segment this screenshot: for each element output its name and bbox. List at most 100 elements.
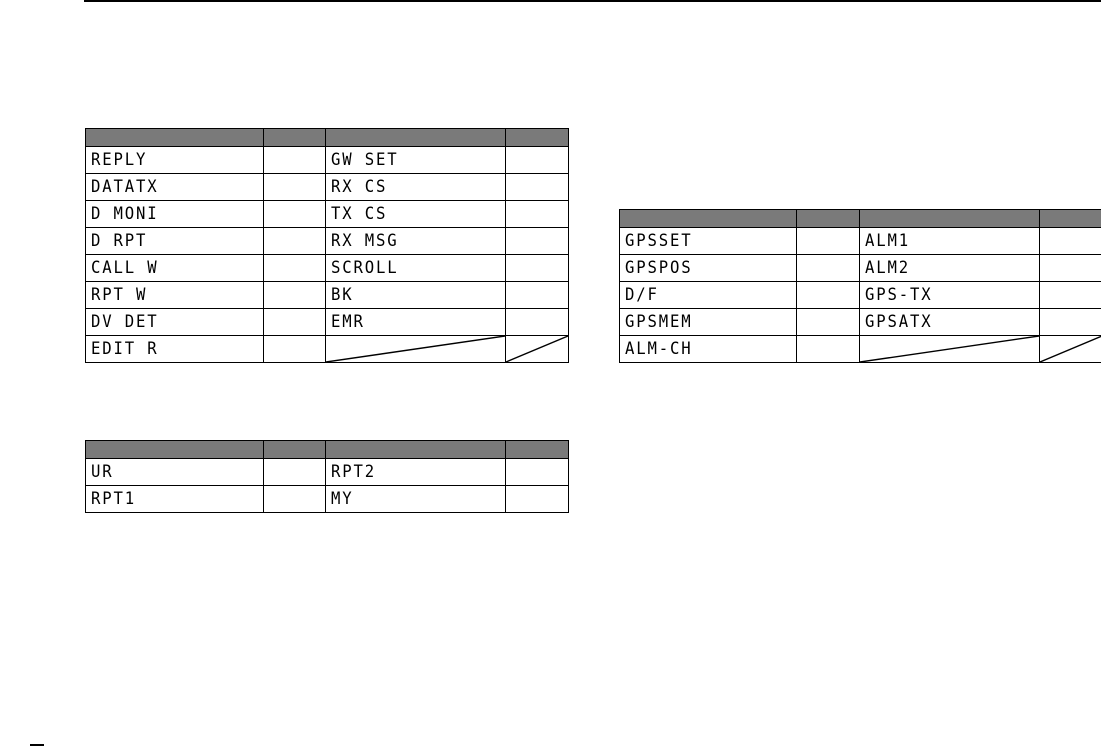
- table-row: EDIT R: [86, 336, 569, 363]
- blank-cell: [506, 147, 569, 174]
- empty-slashed-cell: [860, 336, 1040, 363]
- blank-cell: [797, 309, 860, 336]
- blank-cell: [1040, 255, 1101, 282]
- blank-cell: [797, 255, 860, 282]
- menu-item-cell: RX MSG: [326, 228, 506, 255]
- header-cell: [506, 441, 569, 459]
- menu-item-cell: GW SET: [326, 147, 506, 174]
- menu-item-label: REPLY: [91, 150, 147, 170]
- blank-cell: [264, 309, 326, 336]
- table-row: RPT1 MY: [86, 486, 569, 513]
- menu-item-cell: DATATX: [86, 174, 264, 201]
- menu-table-3: UR RPT2 RPT1 MY: [85, 440, 569, 513]
- menu-item-label: ALM1: [865, 231, 910, 251]
- blank-cell: [264, 228, 326, 255]
- empty-slashed-cell: [1040, 336, 1101, 363]
- blank-cell: [264, 201, 326, 228]
- menu-table-1: REPLY GW SET DATATX RX CS D MONI TX CS D…: [85, 128, 569, 363]
- menu-item-cell: EDIT R: [86, 336, 264, 363]
- header-cell: [506, 129, 569, 147]
- table-row: ALM-CH: [620, 336, 1101, 363]
- header-cell: [797, 210, 860, 228]
- table-row: GPSPOS ALM2: [620, 255, 1101, 282]
- table-header-row: [620, 210, 1101, 228]
- menu-item-cell: D MONI: [86, 201, 264, 228]
- header-cell: [326, 129, 506, 147]
- menu-item-cell: MY: [326, 486, 506, 513]
- menu-item-label: GW SET: [331, 150, 399, 170]
- menu-item-cell: ALM1: [860, 228, 1040, 255]
- header-cell: [264, 129, 326, 147]
- blank-cell: [1040, 282, 1101, 309]
- menu-item-cell: ALM-CH: [620, 336, 797, 363]
- menu-item-label: ALM-CH: [625, 339, 693, 359]
- header-cell: [620, 210, 797, 228]
- blank-cell: [506, 228, 569, 255]
- menu-item-label: GPSSET: [625, 231, 693, 251]
- menu-item-cell: GPS-TX: [860, 282, 1040, 309]
- menu-item-cell: D RPT: [86, 228, 264, 255]
- menu-item-cell: RPT1: [86, 486, 264, 513]
- menu-item-label: DATATX: [91, 177, 159, 197]
- menu-item-label: RPT1: [91, 489, 136, 509]
- empty-slashed-cell: [506, 336, 569, 363]
- blank-cell: [506, 459, 569, 486]
- header-cell: [264, 441, 326, 459]
- menu-item-cell: DV DET: [86, 309, 264, 336]
- menu-item-cell: TX CS: [326, 201, 506, 228]
- bottom-rule: [30, 744, 44, 746]
- menu-item-label: MY: [331, 489, 354, 509]
- menu-item-label: D RPT: [91, 231, 147, 251]
- table-row: GPSSET ALM1: [620, 228, 1101, 255]
- menu-item-label: RPT W: [91, 285, 147, 305]
- menu-item-cell: RX CS: [326, 174, 506, 201]
- top-rule: [84, 0, 1101, 2]
- blank-cell: [264, 255, 326, 282]
- menu-item-label: GPSMEM: [625, 312, 693, 332]
- menu-item-cell: UR: [86, 459, 264, 486]
- header-cell: [326, 441, 506, 459]
- menu-item-cell: GPSSET: [620, 228, 797, 255]
- blank-cell: [1040, 309, 1101, 336]
- table-row: D/F GPS-TX: [620, 282, 1101, 309]
- menu-item-cell: CALL W: [86, 255, 264, 282]
- blank-cell: [797, 282, 860, 309]
- header-cell: [860, 210, 1040, 228]
- menu-item-label: EMR: [331, 312, 365, 332]
- menu-item-label: BK: [331, 285, 354, 305]
- menu-item-cell: GPSMEM: [620, 309, 797, 336]
- menu-item-label: RX MSG: [331, 231, 399, 251]
- menu-item-cell: SCROLL: [326, 255, 506, 282]
- menu-item-label: GPS-TX: [865, 285, 933, 305]
- header-cell: [1040, 210, 1101, 228]
- blank-cell: [506, 255, 569, 282]
- blank-cell: [797, 228, 860, 255]
- blank-cell: [264, 336, 326, 363]
- menu-item-cell: ALM2: [860, 255, 1040, 282]
- diagonal-slash: [1040, 336, 1101, 362]
- table-header-row: [86, 129, 569, 147]
- blank-cell: [1040, 228, 1101, 255]
- menu-item-cell: RPT2: [326, 459, 506, 486]
- menu-item-label: D MONI: [91, 204, 159, 224]
- menu-table-2: GPSSET ALM1 GPSPOS ALM2 D/F GPS-TX GPSME…: [619, 209, 1101, 363]
- menu-item-cell: REPLY: [86, 147, 264, 174]
- diagonal-slash: [860, 336, 1039, 362]
- menu-item-label: GPSATX: [865, 312, 933, 332]
- menu-item-cell: GPSPOS: [620, 255, 797, 282]
- menu-item-cell: BK: [326, 282, 506, 309]
- table-row: CALL W SCROLL: [86, 255, 569, 282]
- menu-item-cell: RPT W: [86, 282, 264, 309]
- empty-slashed-cell: [326, 336, 506, 363]
- menu-item-label: ALM2: [865, 258, 910, 278]
- blank-cell: [506, 174, 569, 201]
- blank-cell: [506, 486, 569, 513]
- blank-cell: [506, 201, 569, 228]
- menu-item-label: D/F: [625, 285, 659, 305]
- header-cell: [86, 441, 264, 459]
- menu-item-cell: EMR: [326, 309, 506, 336]
- menu-item-label: RPT2: [331, 462, 376, 482]
- blank-cell: [264, 486, 326, 513]
- table-row: GPSMEM GPSATX: [620, 309, 1101, 336]
- blank-cell: [506, 282, 569, 309]
